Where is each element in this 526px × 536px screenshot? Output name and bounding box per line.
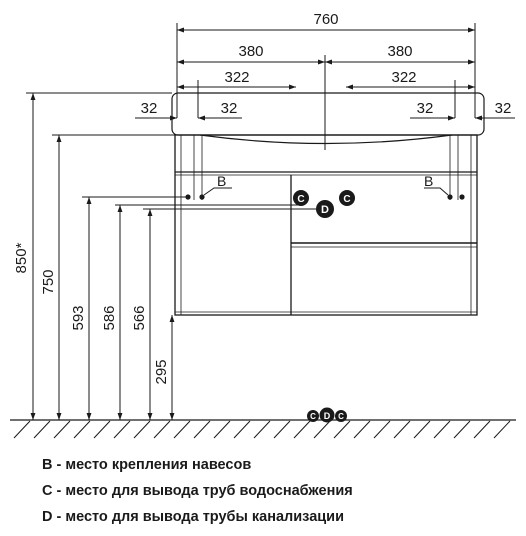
floor-outlet-c1: C [307,410,319,422]
hanging-points [185,194,465,200]
floor [10,419,516,439]
dimension-850: 850* [13,242,30,273]
dimension-295: 295 [153,359,170,384]
dimension-566: 566 [131,305,148,330]
dimension-380-left: 380 [238,43,263,60]
dimension-593: 593 [70,305,87,330]
dimension-32-left-b: 32 [221,100,238,117]
marker-b-left: B [217,173,226,189]
floor-outlet-c2: C [335,410,347,422]
hanging-point-left-1 [185,194,191,200]
hanging-point-left-2 [199,194,205,200]
outlet-c-right: C [339,190,355,206]
marker-b-right: B [424,173,433,189]
svg-text:C: C [310,412,316,421]
dimension-322-right: 322 [391,69,416,86]
dimension-32-right-b: 32 [495,100,512,117]
b-leaders [203,187,449,196]
legend-c: C - место для вывода труб водоснабжения [42,483,353,499]
cabinet-body [174,134,478,316]
floor-outlet-d: D [319,407,335,423]
legend-d: D - место для вывода трубы канализации [42,509,344,525]
dimension-322-left: 322 [224,69,249,86]
svg-text:D: D [324,411,331,421]
hanging-point-right-1 [447,194,453,200]
outlet-c-left: C [293,190,309,206]
height-dimensions [26,92,316,420]
legend: B - место крепления навесов C - место дл… [42,452,353,530]
svg-text:C: C [343,194,350,205]
dimension-760: 760 [313,11,338,28]
svg-text:C: C [297,194,304,205]
dimension-32-right-a: 32 [417,100,434,117]
svg-text:D: D [321,204,329,216]
dimension-32-left-a: 32 [141,100,158,117]
top-dimensions [135,23,515,150]
hanging-point-right-2 [459,194,465,200]
dimension-380-right: 380 [387,43,412,60]
dimension-750: 750 [40,269,57,294]
svg-text:C: C [338,412,344,421]
dimension-586: 586 [101,305,118,330]
outlet-d-center: D [316,200,334,218]
legend-b: B - место крепления навесов [42,457,252,473]
